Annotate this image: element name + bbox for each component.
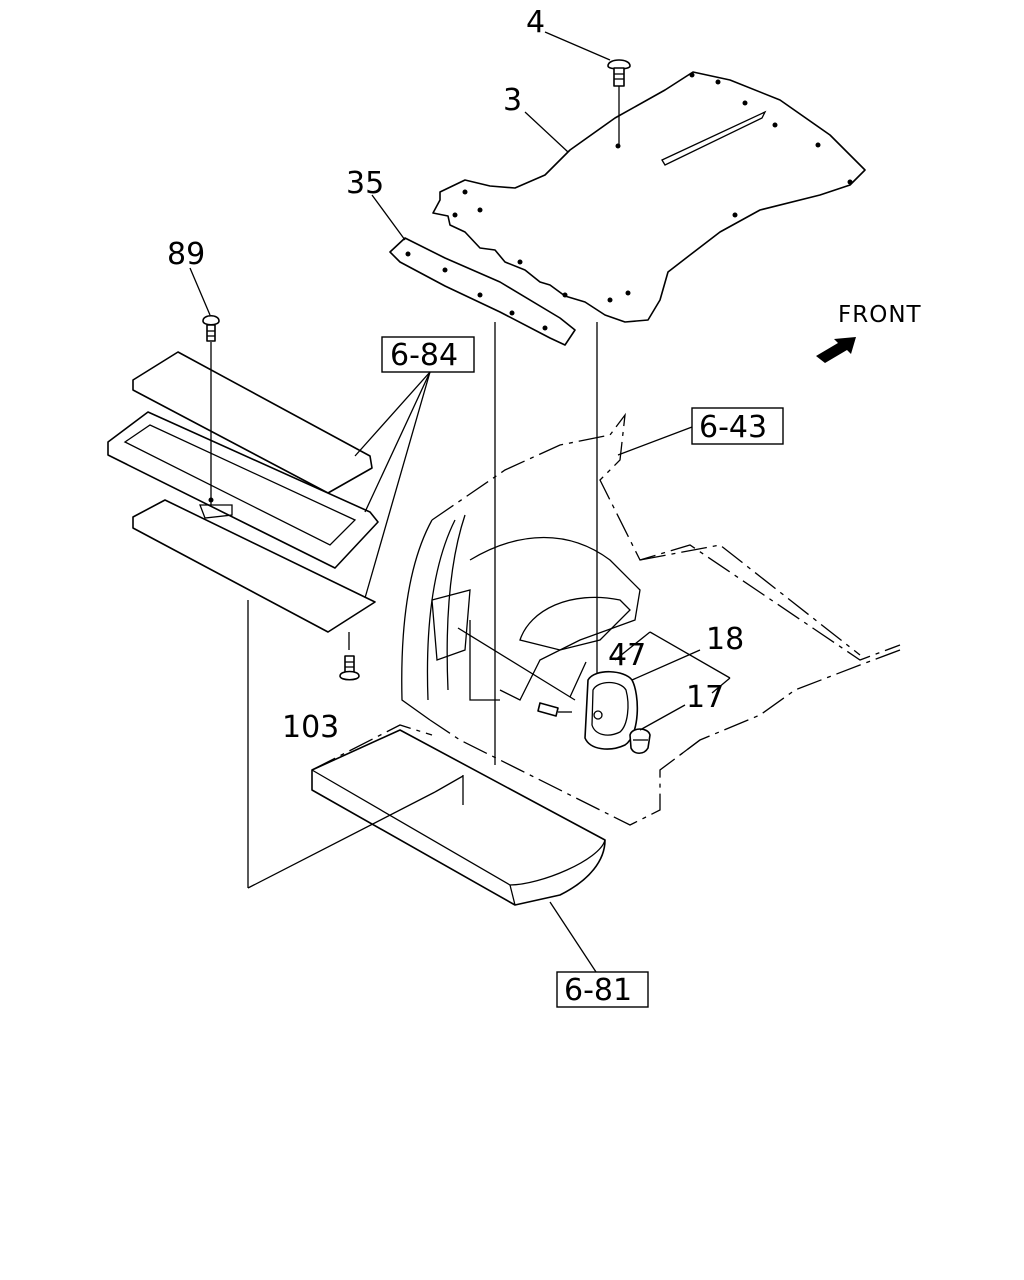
callout-labels: 4 3 35 89 47 18 17 103 <box>167 5 744 745</box>
strip-35 <box>389 237 598 765</box>
bolt-4 <box>607 59 631 145</box>
floor-mat-3 <box>432 71 866 323</box>
callout-18: 18 <box>706 622 744 657</box>
floor-body-shell <box>401 412 901 826</box>
front-indicator: FRONT <box>816 302 922 363</box>
reference-6-81: 6-81 <box>564 973 632 1008</box>
step-box-6-81 <box>311 724 606 906</box>
callout-89: 89 <box>167 237 205 272</box>
callout-35: 35 <box>346 166 384 201</box>
screw-47 <box>457 627 576 717</box>
reference-6-84: 6-84 <box>390 338 458 373</box>
leader-lines <box>189 31 731 976</box>
screw-103 <box>339 632 360 681</box>
screw-89 <box>202 314 220 505</box>
reference-6-43: 6-43 <box>699 410 767 445</box>
front-arrow-icon <box>816 337 856 363</box>
tray-assembly-6-84 <box>107 351 379 633</box>
front-label: FRONT <box>838 302 922 328</box>
callout-17: 17 <box>686 680 724 715</box>
callout-4: 4 <box>526 5 545 40</box>
reference-labels: 6-84 6-43 6-81 <box>381 336 784 1008</box>
callout-103: 103 <box>282 710 339 745</box>
grommet-18 <box>584 670 639 750</box>
callout-3: 3 <box>503 83 522 118</box>
callout-47: 47 <box>608 638 646 673</box>
clip-17 <box>629 728 651 755</box>
